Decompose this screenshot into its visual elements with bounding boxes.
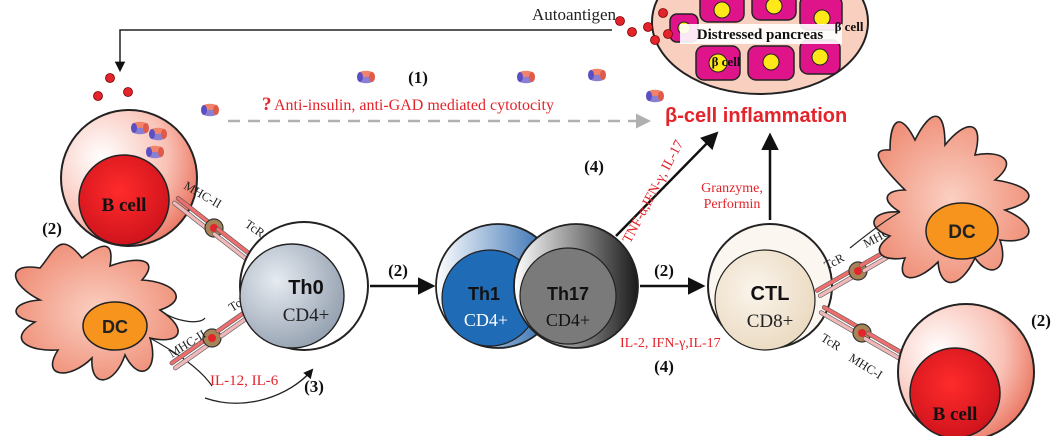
step2-mid2-label: (2) xyxy=(654,261,674,280)
il2-ifn-label: IL-2, IFN-γ,IL-17 xyxy=(620,336,721,351)
mhc1-tcr-receptor-top xyxy=(814,242,902,299)
question-mark: ? xyxy=(262,94,272,115)
step2-mid1-label: (2) xyxy=(388,261,408,280)
step1-label: (1) xyxy=(408,68,428,87)
th17-to-inflammation-arrow-icon xyxy=(615,131,719,237)
distressed-pancreas-label: Distressed pancreas xyxy=(697,27,824,43)
th17-cell: Th17 CD4+ xyxy=(513,223,639,349)
dc-left-label: DC xyxy=(102,317,128,337)
step2-left-label: (2) xyxy=(42,219,62,238)
il12-il6-label: IL-12, IL-6 xyxy=(210,373,279,389)
autoantigen-label: Autoantigen xyxy=(532,5,617,24)
th0-cell: Th0 CD4+ xyxy=(239,221,369,351)
antibody-mediated-text: Anti-insulin, anti-GAD mediated cytotoci… xyxy=(274,97,554,114)
b-cell-right: B cell xyxy=(897,303,1035,436)
b-cell-left: B cell xyxy=(60,109,198,247)
beta-cell-inflammation-label: β-cell inflammation xyxy=(665,105,847,127)
beta-cell-label-b: β cell xyxy=(712,54,741,69)
tcr-right-top-label: TcR xyxy=(822,250,847,272)
dc-right-label: DC xyxy=(948,222,976,243)
ctl-cell: CTL CD8+ xyxy=(707,223,833,351)
th0-label: Th0 xyxy=(288,277,324,299)
step4-bottom-label: (4) xyxy=(654,357,674,376)
b-cell-right-label: B cell xyxy=(933,404,978,425)
th17-cd4-label: CD4+ xyxy=(546,310,590,330)
th0-cd4-label: CD4+ xyxy=(283,305,330,326)
mhc2-tcr-receptor-bottom xyxy=(168,304,258,372)
cytokines-diagonal-label: TNF-α,IFN-γ, IL-17 xyxy=(620,138,687,246)
step3-label: (3) xyxy=(304,377,324,396)
b-cell-left-label: B cell xyxy=(102,195,147,216)
dendritic-cell-right: DC xyxy=(849,115,1030,284)
beta-cell-label-a: β cell xyxy=(835,19,864,34)
mhc1-bottom-label: MHC-I xyxy=(846,351,885,382)
il12-arrow-icon xyxy=(204,368,314,404)
mhc2-tcr-receptor-top xyxy=(171,195,253,262)
granzyme-label: Granzyme, xyxy=(701,181,763,196)
mhc1-tcr-receptor-bottom xyxy=(818,304,906,362)
th17-label: Th17 xyxy=(547,284,589,304)
ctl-label: CTL xyxy=(751,283,790,305)
autoantigen-arrow-icon xyxy=(114,29,612,73)
th1-label: Th1 xyxy=(468,284,500,304)
distressed-pancreas: Distressed pancreas β cell β cell xyxy=(651,0,869,95)
step2-right-label: (2) xyxy=(1031,311,1051,330)
dendritic-cell-left: DC xyxy=(14,243,213,387)
performin-label: Performin xyxy=(704,197,761,212)
tcr-right-bottom-label: TcR xyxy=(818,331,843,354)
th1-cd4-label: CD4+ xyxy=(464,310,508,330)
ctl-cd8-label: CD8+ xyxy=(747,311,794,332)
step4-top-label: (4) xyxy=(584,157,604,176)
